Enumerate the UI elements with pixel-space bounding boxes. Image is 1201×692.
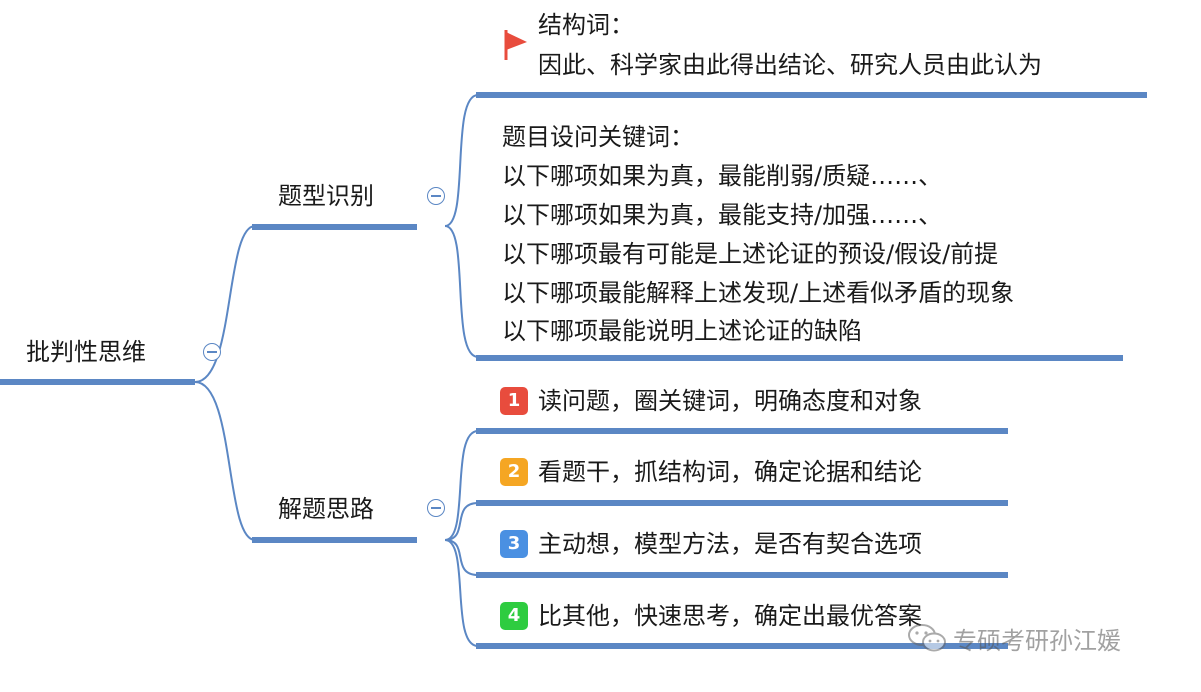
connector-branch1-keywords — [444, 225, 479, 358]
connector-root-branch2 — [194, 381, 256, 541]
watermark: 专硕考研孙江媛 — [907, 618, 1121, 658]
root-node-underline — [0, 379, 195, 385]
step-text: 比其他，快速思考，确定出最优答案 — [538, 602, 922, 630]
question-keyword-line: 以下哪项最能说明上述论证的缺陷 — [502, 317, 862, 345]
step-text: 主动想，模型方法，是否有契合选项 — [538, 530, 922, 558]
step-underline — [476, 572, 1008, 578]
structure-words-title: 结构词： — [538, 11, 634, 39]
connector-branch2-step2 — [444, 502, 479, 541]
connector-branch2-step3 — [444, 539, 479, 576]
flag-icon — [504, 30, 527, 60]
connector-branch2-step4 — [444, 539, 479, 647]
branch-solving-approach-label: 解题思路 — [278, 495, 374, 523]
step-number-badge: 2 — [500, 458, 528, 486]
watermark-text: 专硕考研孙江媛 — [953, 626, 1121, 655]
question-keyword-line: 以下哪项如果为真，最能支持/加强……、 — [502, 201, 943, 229]
connector-root-branch1 — [194, 225, 256, 383]
branch-solving-approach-collapse-icon[interactable] — [427, 499, 445, 517]
connector-branch2-step1 — [444, 430, 479, 541]
step-underline — [476, 428, 1008, 434]
step-underline — [476, 643, 1008, 649]
step-text: 看题干，抓结构词，确定论据和结论 — [538, 458, 922, 486]
step-number-badge: 1 — [500, 387, 528, 415]
step-number-badge: 4 — [500, 602, 528, 630]
question-keyword-line: 以下哪项最有可能是上述论证的预设/假设/前提 — [502, 240, 999, 268]
question-keywords-underline — [476, 355, 1123, 361]
connector-branch1-structure — [444, 94, 479, 227]
step-text: 读问题，圈关键词，明确态度和对象 — [538, 387, 922, 415]
branch-question-type-underline — [252, 224, 417, 230]
question-keyword-line: 以下哪项如果为真，最能削弱/质疑……、 — [502, 162, 943, 190]
step-number-badge: 3 — [500, 530, 528, 558]
structure-words-line: 因此、科学家由此得出结论、研究人员由此认为 — [538, 51, 1042, 79]
question-keyword-line: 以下哪项最能解释上述发现/上述看似矛盾的现象 — [502, 279, 1015, 307]
root-collapse-icon[interactable] — [203, 343, 221, 361]
step-underline — [476, 500, 1008, 506]
branch-question-type-label: 题型识别 — [278, 182, 374, 210]
wechat-icon — [908, 624, 946, 652]
branch-question-type-collapse-icon[interactable] — [427, 187, 445, 205]
question-keywords-title: 题目设问关键词： — [502, 123, 694, 151]
structure-words-underline — [476, 92, 1147, 98]
branch-solving-approach-underline — [252, 537, 417, 543]
root-node-label: 批判性思维 — [26, 338, 146, 366]
